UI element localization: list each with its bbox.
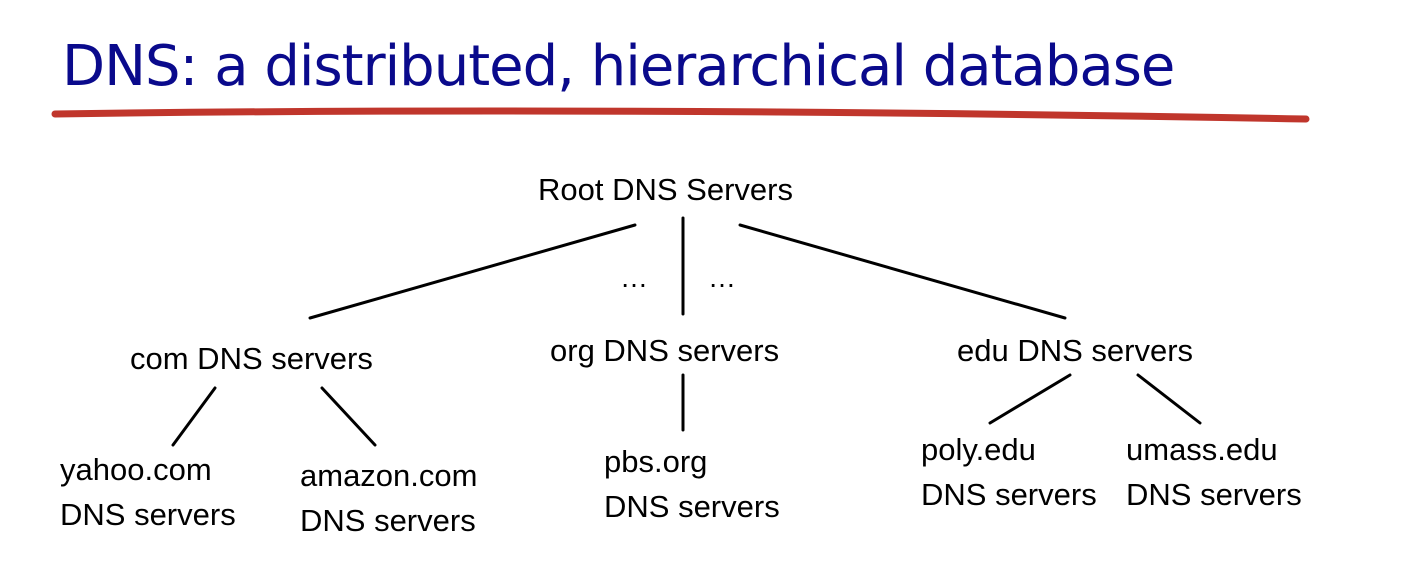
ellipsis-right: … [708,262,738,293]
umass-dns-node: umass.edu DNS servers [1126,428,1302,518]
edge-root-com [308,223,637,320]
poly-dns-node: poly.edu DNS servers [921,428,1097,518]
pbs-domain-label: pbs.org [604,444,708,479]
amazon-dns-node: amazon.com DNS servers [300,454,477,544]
poly-servers-label: DNS servers [921,476,1097,512]
amazon-domain-label: amazon.com [300,458,478,493]
yahoo-dns-node: yahoo.com DNS servers [60,448,236,538]
pbs-dns-node: pbs.org DNS servers [604,440,780,530]
yahoo-servers-label: DNS servers [60,496,236,532]
edge-edu-poly [988,373,1072,425]
poly-domain-label: poly.edu [921,432,1036,467]
edge-com-yahoo [171,386,217,447]
umass-servers-label: DNS servers [1126,476,1302,512]
pbs-servers-label: DNS servers [604,488,780,524]
amazon-servers-label: DNS servers [300,502,476,538]
ellipsis-left: … [620,262,650,293]
edge-root-edu [738,223,1067,320]
page-title: DNS: a distributed, hierarchical databas… [62,34,1175,99]
org-dns-node: org DNS servers [550,333,780,368]
edu-dns-node: edu DNS servers [957,333,1194,368]
umass-domain-label: umass.edu [1126,432,1278,467]
edge-edu-umass [1136,373,1202,425]
edge-com-amazon [320,386,377,447]
yahoo-domain-label: yahoo.com [60,452,212,487]
com-dns-node: com DNS servers [130,341,373,376]
root-dns-node: Root DNS Servers [538,172,793,207]
